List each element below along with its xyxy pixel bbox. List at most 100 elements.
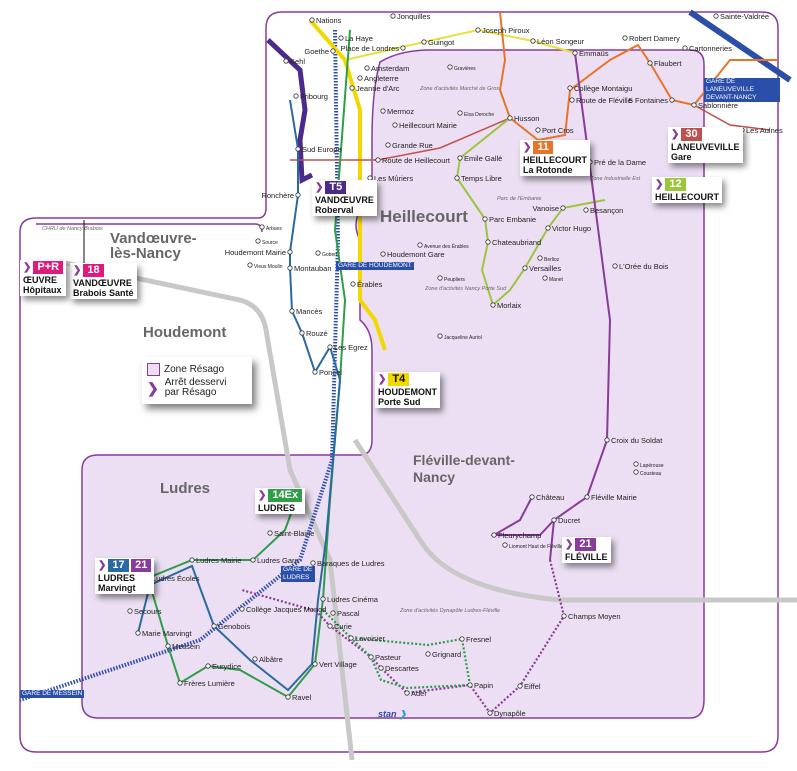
stop[interactable]: L'Orée du Bois	[612, 262, 669, 271]
stop[interactable]: Joseph Piroux	[475, 26, 530, 35]
stop[interactable]: Robert Damery	[622, 34, 680, 43]
stop[interactable]: Fleurychamp	[491, 531, 542, 540]
stop[interactable]: Cartonneries	[682, 44, 732, 53]
stop[interactable]: Château	[529, 493, 565, 502]
stop[interactable]: Croix du Soldat	[604, 436, 663, 445]
stop[interactable]: Jonquilles	[390, 12, 431, 21]
stop[interactable]: Emmaüs	[572, 49, 609, 58]
stop[interactable]: Secours	[127, 607, 162, 616]
stop[interactable]: Les Egrez	[327, 343, 368, 352]
stop[interactable]: Flaubert	[647, 59, 683, 68]
stop[interactable]: Collège Montaigu	[567, 84, 633, 93]
stop[interactable]: Ducret	[551, 516, 581, 525]
stop[interactable]: Les Aulnes	[739, 126, 783, 135]
stop[interactable]: Rouzé	[299, 329, 328, 338]
stop[interactable]: Montauban	[287, 264, 332, 273]
stop[interactable]: Ludres Gare	[250, 556, 299, 565]
stop[interactable]: Descartes	[378, 664, 419, 673]
stop[interactable]: Grande Rue	[385, 141, 433, 150]
stop[interactable]: Lavoisier	[348, 634, 386, 643]
stop[interactable]: Sud Europe	[295, 145, 342, 154]
stop[interactable]: Jeanne d'Arc	[349, 84, 400, 93]
stop[interactable]: Goethe	[304, 47, 336, 56]
stop[interactable]: Érables	[350, 280, 383, 289]
stop[interactable]: Versailles	[522, 264, 562, 273]
stop[interactable]: Curie	[327, 622, 352, 631]
stop[interactable]: Marie Marvingt	[135, 629, 193, 638]
stop[interactable]: Emile Gallé	[457, 154, 503, 163]
stop[interactable]: Sablonnière	[691, 101, 738, 110]
stop[interactable]: Cousteau	[633, 469, 662, 477]
stop[interactable]: Lapérouse	[633, 461, 664, 469]
stop[interactable]: Source	[255, 238, 278, 246]
stop-label: Ducret	[558, 516, 581, 525]
stop[interactable]: Pasteur	[368, 653, 402, 662]
stop[interactable]: Morlaix	[490, 301, 522, 310]
stop[interactable]: Route de Fléville	[569, 96, 632, 105]
stop[interactable]: Arbues	[259, 224, 283, 232]
stop[interactable]: Nations	[309, 16, 342, 25]
stop[interactable]: Chateaubriand	[485, 238, 541, 247]
stop[interactable]: Mermoz	[380, 107, 415, 116]
stop[interactable]: Manet	[542, 275, 564, 283]
stop[interactable]: La Haye	[338, 34, 373, 43]
stop[interactable]: Léon Songeur	[530, 37, 585, 46]
stop[interactable]: Ader	[404, 689, 428, 698]
stop[interactable]: Angleterre	[357, 74, 399, 83]
stop[interactable]: Avenue des Érables	[417, 242, 469, 250]
stop[interactable]: Liomont Haut de Fléville	[502, 542, 563, 550]
stop[interactable]: Ronchère	[261, 191, 301, 200]
stop[interactable]: Peupliers	[437, 275, 466, 283]
stop[interactable]: Fresnel	[459, 635, 492, 644]
stop[interactable]: Berlioz	[537, 255, 560, 263]
stop[interactable]: Ravel	[285, 693, 312, 702]
stop[interactable]: Vert Village	[312, 660, 357, 669]
stop[interactable]: Port Cros	[535, 126, 574, 135]
stop[interactable]: Elsa Deroche	[457, 110, 494, 118]
stop[interactable]: Eiffel	[517, 682, 541, 691]
stop[interactable]: Parc Embanie	[482, 215, 536, 224]
stop[interactable]: Frères Lumière	[177, 679, 235, 688]
stop[interactable]: Sainte-Valdrée	[713, 12, 769, 21]
stop[interactable]: Dynapôle	[487, 709, 526, 718]
stop[interactable]: Eurydice	[205, 662, 241, 671]
stop[interactable]: Guingot	[421, 38, 455, 47]
stop[interactable]: Fribourg	[293, 92, 328, 101]
stop[interactable]: Ludres Mairie	[189, 556, 242, 565]
stop[interactable]: Houdemont Mairie	[225, 248, 293, 257]
stop[interactable]: Amsterdam	[364, 64, 410, 73]
stop[interactable]: Pré de la Dame	[587, 158, 646, 167]
stop[interactable]: Papin	[467, 681, 493, 690]
stop[interactable]: Messein	[165, 642, 200, 651]
stop[interactable]: Kehl	[283, 57, 306, 66]
stop[interactable]: 5 Fontaines	[629, 96, 675, 105]
stop[interactable]: Ludres Cinéma	[320, 595, 379, 604]
stop[interactable]: Heillecourt Mairie	[392, 121, 457, 130]
stop[interactable]: Grignard	[425, 650, 461, 659]
stop-label: Pasteur	[375, 653, 401, 662]
stop[interactable]: Jacqueline Auriol	[437, 333, 482, 341]
stop[interactable]: Gravières	[447, 64, 476, 72]
stop[interactable]: Victor Hugo	[545, 224, 591, 233]
stop[interactable]: Route de Heillecourt	[375, 156, 451, 165]
stop[interactable]: Vanoise	[532, 204, 566, 213]
stop[interactable]: Place de Londres	[341, 44, 406, 53]
stop[interactable]: Champs Moyen	[561, 612, 621, 621]
stop[interactable]: Genobois	[211, 622, 251, 631]
stop[interactable]: Fléville Mairie	[584, 493, 637, 502]
stop[interactable]: Besançon	[583, 206, 624, 215]
stop[interactable]: Poncel	[312, 368, 342, 377]
stop[interactable]: Gobert	[315, 250, 338, 258]
stop[interactable]: Vieux Moulin	[247, 262, 283, 270]
stop-marker	[604, 437, 610, 443]
stop[interactable]: Mancès	[289, 307, 323, 316]
stop[interactable]: Temps Libre	[454, 174, 502, 183]
stop[interactable]: Albâtre	[252, 655, 283, 664]
stop[interactable]: Collège Jacques Monod	[239, 605, 327, 614]
stop[interactable]: Husson	[507, 114, 540, 123]
stop[interactable]: Pascal	[330, 609, 360, 618]
stop[interactable]: Saint-Blaine	[267, 529, 315, 538]
stop[interactable]: Houdemont Gare	[380, 250, 445, 259]
stop[interactable]: Baraques de Ludres	[310, 559, 385, 568]
